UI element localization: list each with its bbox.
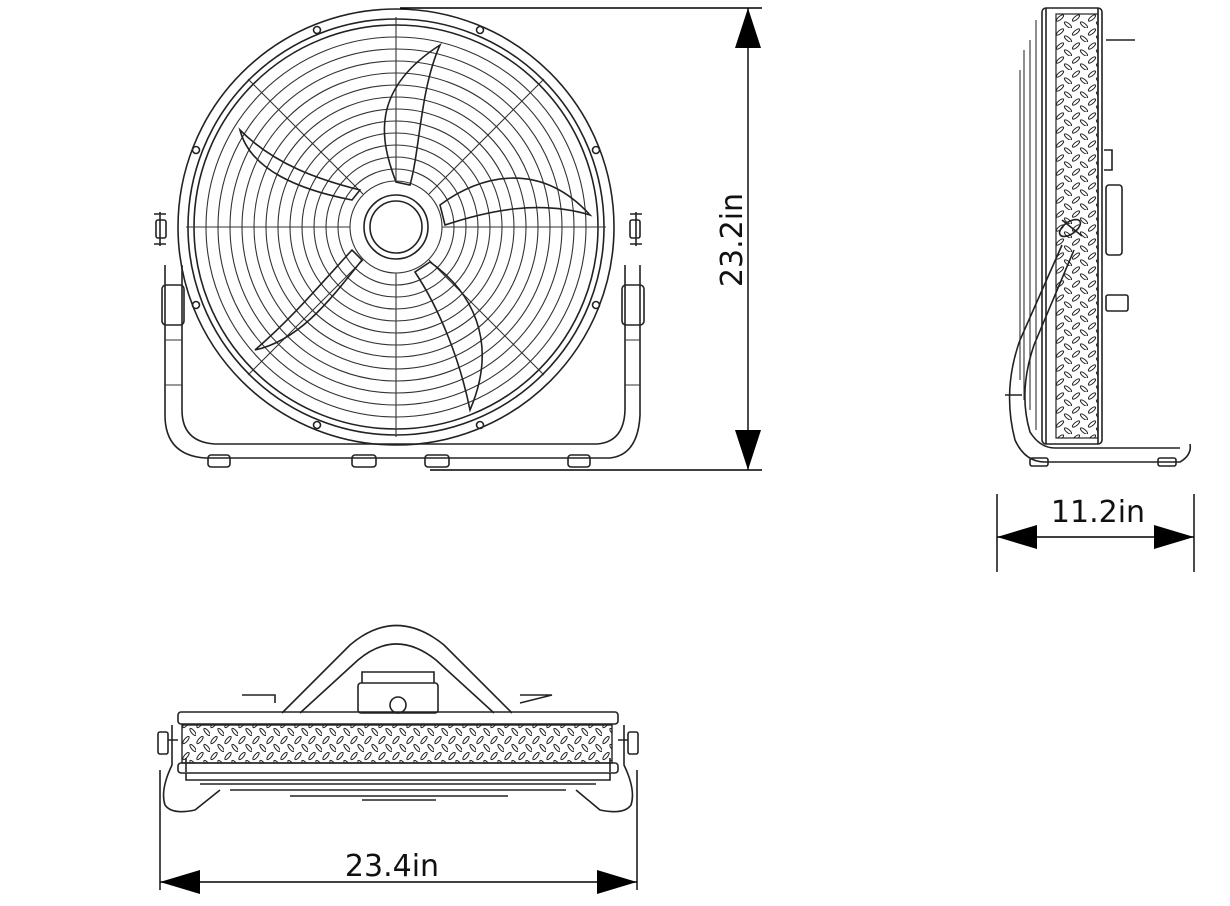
housing-outer-ring (177, 8, 615, 446)
height-label: 23.2in (715, 193, 750, 287)
front-stand (154, 212, 645, 468)
top-view (157, 624, 639, 813)
depth-dimension: 11.2in (996, 494, 1195, 572)
width-arrow-right (597, 870, 637, 894)
side-view (1005, 7, 1192, 467)
depth-label: 11.2in (1051, 495, 1145, 530)
front-view (154, 8, 645, 468)
width-label: 23.4in (345, 849, 439, 884)
height-arrow-top (735, 8, 761, 48)
front-grill (186, 17, 606, 437)
depth-arrow-right (1154, 525, 1194, 549)
width-dimension: 23.4in (159, 770, 638, 894)
depth-arrow-left (997, 525, 1037, 549)
height-arrow-bottom (735, 430, 761, 470)
height-dimension: 23.2in (400, 7, 762, 471)
width-arrow-left (160, 870, 200, 894)
fan-blades (238, 42, 593, 413)
